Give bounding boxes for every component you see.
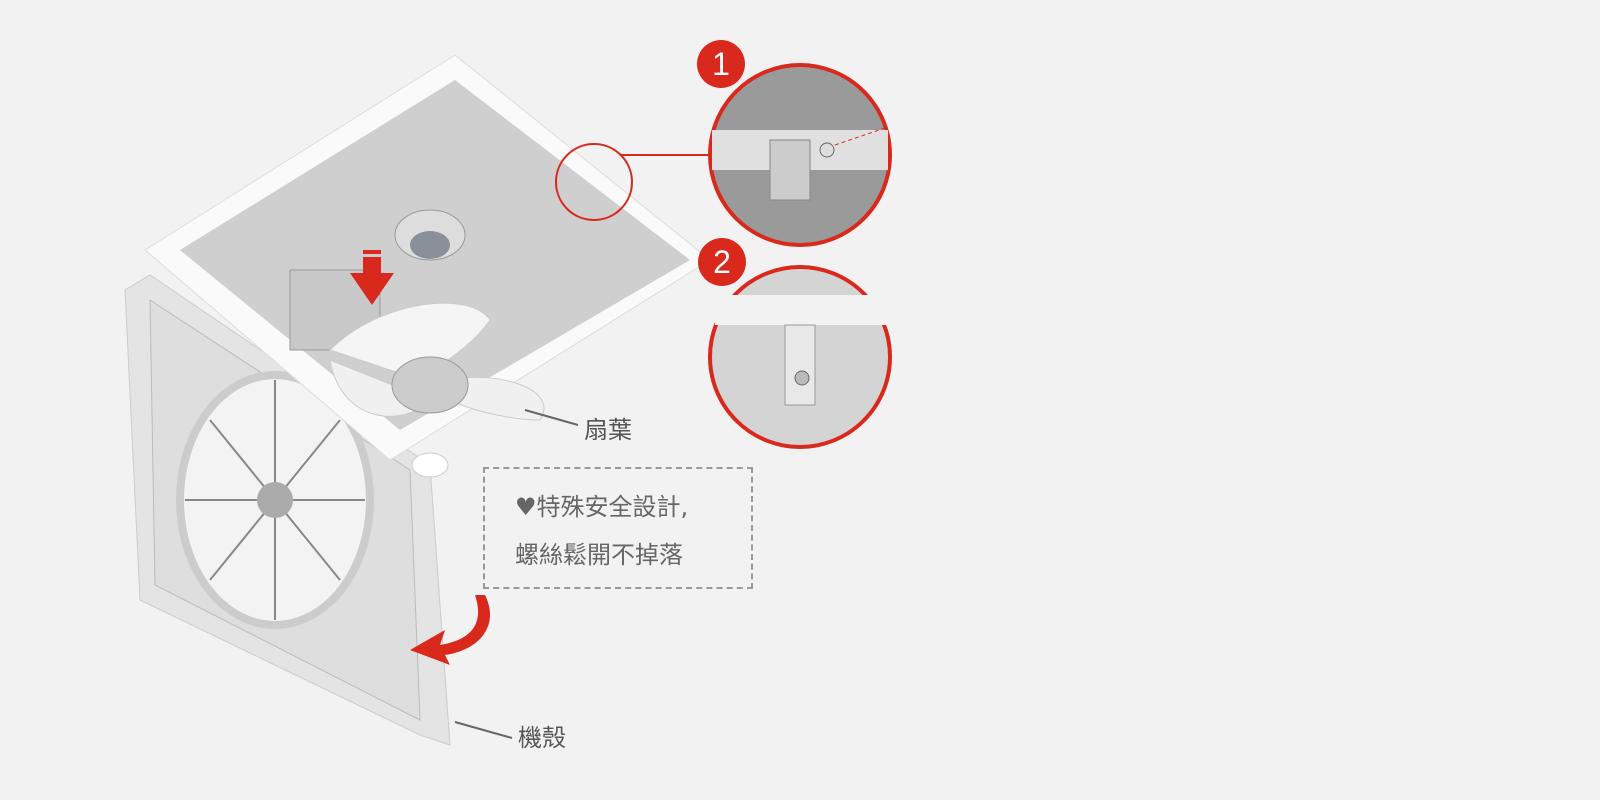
fan-blade-label: 扇葉 xyxy=(584,416,632,444)
safety-note: ♥特殊安全設計, 螺絲鬆開不掉落 xyxy=(483,467,753,589)
heart-icon: ♥ xyxy=(515,493,537,521)
note-line-1: 特殊安全設計, xyxy=(536,493,689,521)
callout-badge-1: 1 xyxy=(697,40,745,88)
housing-label: 機殼 xyxy=(518,724,566,752)
callout-badge-2: 2 xyxy=(698,238,746,286)
down-arrow-icon xyxy=(350,250,394,305)
curved-arrow-icon xyxy=(410,595,491,665)
note-line-2: 螺絲鬆開不掉落 xyxy=(515,541,683,569)
